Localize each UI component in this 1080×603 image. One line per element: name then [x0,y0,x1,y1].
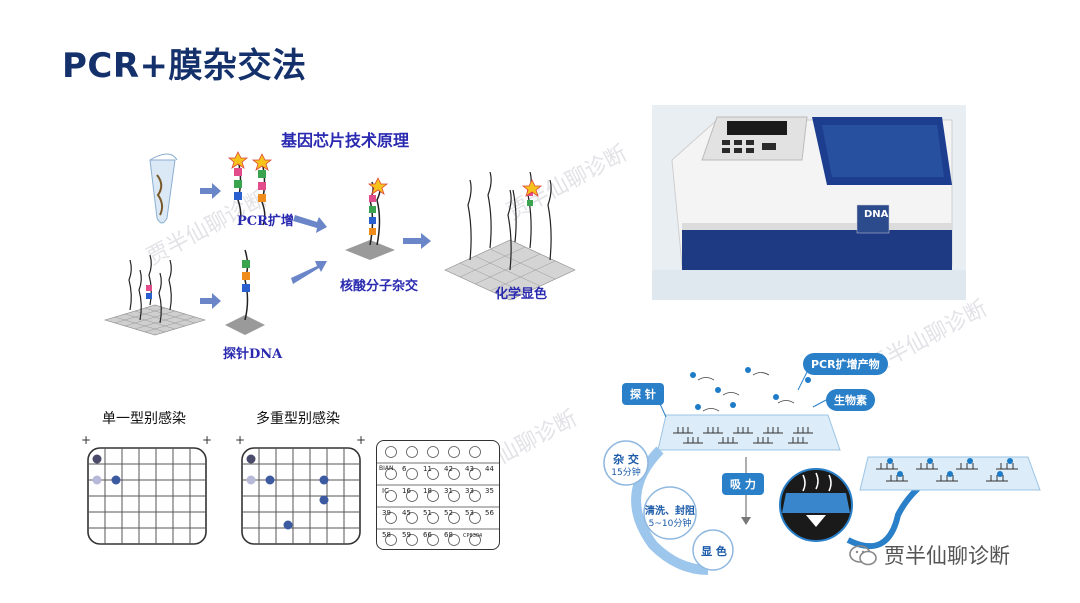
suction-label: 吸 力 [722,473,764,495]
probe-label: 探 针 [622,383,664,405]
color-chip-icon [444,171,576,301]
pcr-product-label: PCR扩增产物 [803,353,888,375]
multi-infection-label: 多重型别感染 [256,411,340,427]
single-infection-grid: + + [81,433,212,545]
plate-cell: 18 [423,487,432,495]
wash-time: 5~10分钟 [648,519,692,529]
plate-cell: 16 [402,487,411,495]
plate-cell: CP8304 [463,533,483,539]
hybrid-step-label: 杂 交 [613,453,639,466]
plate-cell: 68 [444,531,453,539]
single-infection-label: 单一型别感染 [102,411,186,427]
hybrid-icon [345,177,395,260]
plate-cell: 31 [444,487,453,495]
plate-cell: 56 [485,509,494,517]
probe-label: 探针DNA [223,347,283,362]
color-step-label: 显 色 [701,545,727,558]
plate-cell: 66 [423,531,432,539]
principle-diagram: 基因芯片技术原理 [95,120,615,370]
svg-text:+: + [81,433,91,447]
plate-cell: 39 [382,509,391,517]
flow-diagram: 探 针 PCR扩增产物 生物素 杂 交 15分钟 清洗、封阻 5~10分钟 吸 … [598,345,1068,585]
plate-cell: 33 [465,487,474,495]
pcr-strand-icons [227,151,273,226]
wash-step-label: 清洗、封阻 [645,506,695,517]
plate-cell: 53 [465,509,474,517]
plate-cell: 42 [444,465,453,473]
plate-cell: 44 [485,465,494,473]
plate-cell: 59 [402,531,411,539]
dna-analyzer-image [652,105,966,300]
plate-cell: 58 [382,531,391,539]
svg-text:+: + [202,433,212,447]
plate-cell: 11 [423,465,432,473]
plate-cell: 45 [402,509,411,517]
probe-dna-icon [225,249,265,335]
footer-watermark: 贾半仙聊诊断 [848,540,1010,570]
principle-heading: 基因芯片技术原理 [281,131,410,150]
principle-graphics [103,151,576,336]
biotin-label: 生物素 [826,389,875,411]
probe-chip-icon [103,254,207,336]
pcr-label: PCR扩增 [237,214,294,229]
svg-text:+: + [235,433,245,447]
hybrid-time: 15分钟 [611,468,641,478]
page-title: PCR+膜杂交法 [62,46,307,86]
biotin-dot-icons [690,367,811,410]
flow-graphics [603,367,1041,575]
plate-grid [377,446,499,546]
test-tube-icon [149,153,178,224]
arrow-icons [200,183,431,309]
hybrid-label: 核酸分子杂交 [340,279,419,294]
plate-cell: 52 [444,509,453,517]
plate-ic: IC [382,487,389,495]
color-label: 化学显色 [495,287,548,302]
instrument-photo: DNA [652,105,966,300]
footer-watermark-text: 贾半仙聊诊断 [884,544,1010,568]
hpv-typing-plate: BIAN 6 11 42 43 44 IC 16 18 31 33 35 39 … [376,440,500,550]
plate-cell: 35 [485,487,494,495]
probe-comb-icons [673,427,813,444]
multi-infection-grid: + + [235,433,366,545]
wechat-icon [849,545,877,566]
plate-cell: 6 [402,465,407,473]
plate-cell: 51 [423,509,432,517]
dna-badge: DNA [864,209,889,220]
plate-corner: BIAN [379,465,394,472]
plate-cell: 43 [465,465,474,473]
svg-text:+: + [356,433,366,447]
